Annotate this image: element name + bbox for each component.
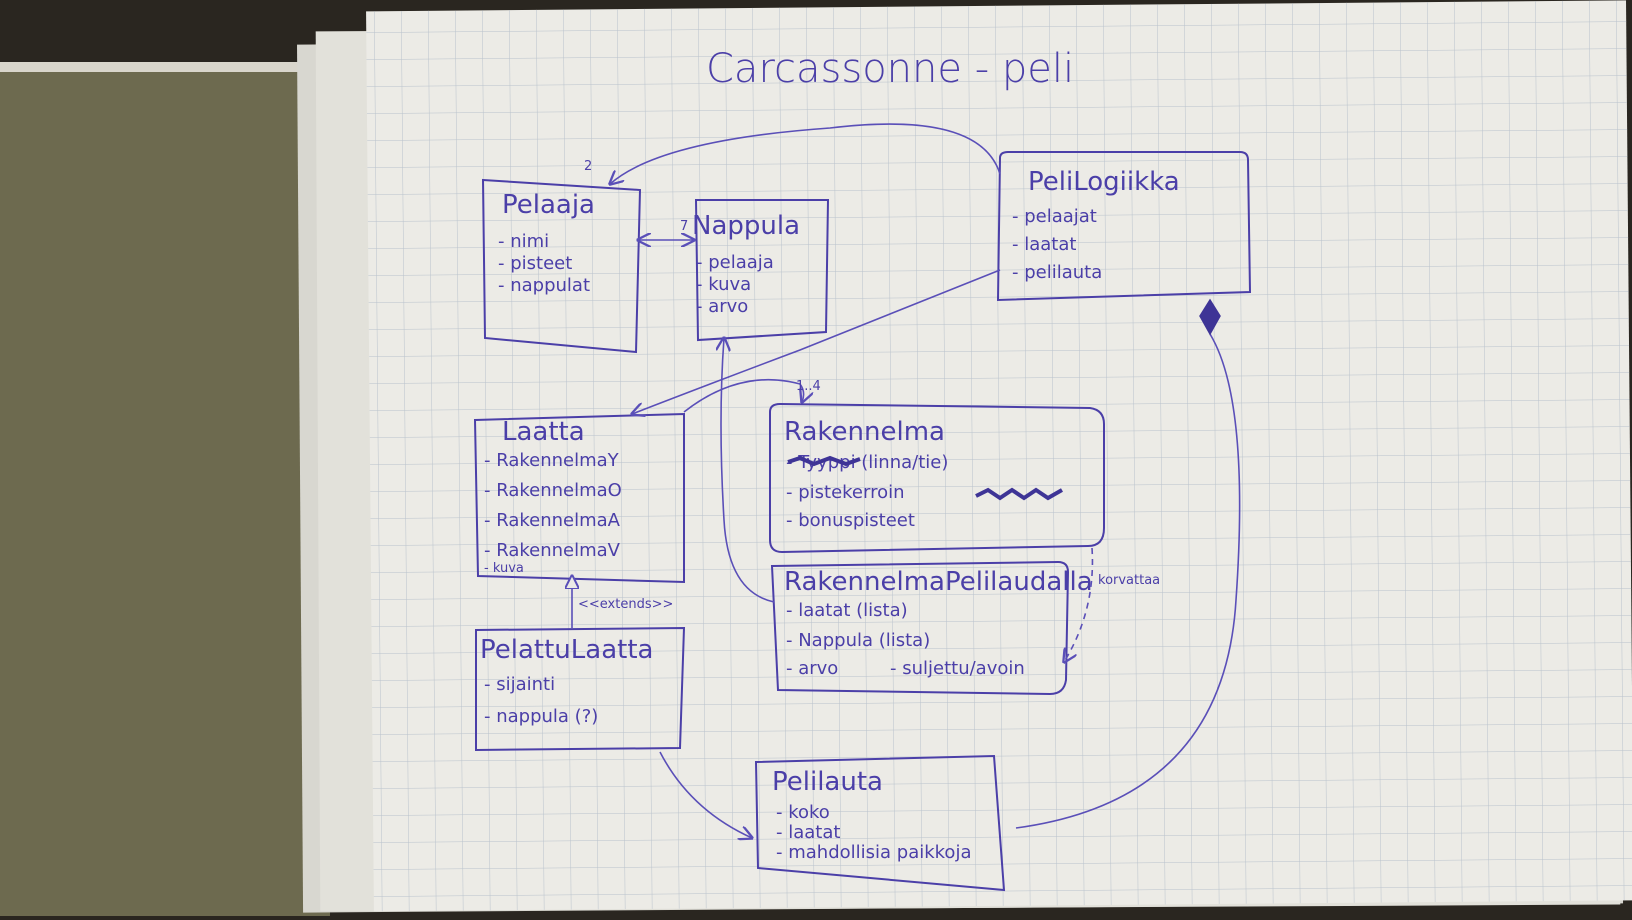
class-attribute: - RakennelmaY [484,450,620,471]
class-attribute: - kuva [484,561,524,576]
cardboard-board [0,70,330,916]
assoc-laatta-rakennelma [683,378,804,413]
class-attribute: - RakennelmaO [484,480,622,501]
scribble-crossout [975,487,1063,501]
class-pelilauta: Pelilauta - koko - laatat - mahdollisia … [754,754,1006,892]
class-pelattulaatta: PelattuLaatta - sijainti - nappula (?) [475,626,686,752]
class-name: Pelaaja [502,190,595,220]
multiplicity-pelaaja: 2 [584,159,592,174]
class-attribute: - pelaajat [1012,206,1097,227]
extends-label: <<extends>> [578,597,673,612]
assoc-pelilogiikka-pelaaja [610,123,1001,184]
class-attribute: - Nappula (lista) [786,630,930,651]
class-attribute: - mahdollisia paikkoja [776,842,971,863]
diagram-title: Carcassonne - peli [706,46,1074,92]
assoc-pelilogiikka-laatta [632,269,1001,414]
class-attribute: - suljettu/avoin [890,658,1025,679]
class-name: RakennelmaPelilaudalla [784,567,1093,597]
class-attribute: - kuva [696,274,751,295]
class-attribute: - nappula (?) [484,706,598,727]
class-attribute: - pisteet [498,253,572,274]
class-attribute: - arvo [696,296,748,317]
class-attribute: - koko [776,802,830,823]
assoc-pelattulaatta-pelilauta [659,751,752,838]
class-attribute: - pelaaja [696,252,774,273]
scribble-crossout [787,455,861,467]
class-name: Rakennelma [784,417,945,447]
class-name: Pelilauta [772,767,883,797]
class-rakennelmapelilaudalla: RakennelmaPelilaudalla - laatat (lista) … [770,560,1093,696]
class-attribute: - bonuspisteet [786,510,915,531]
class-attribute: - pistekerroin [786,482,905,503]
multiplicity-rakennelma: 1..4 [796,379,821,394]
class-pelaaja: Pelaaja - nimi - pisteet - nappulat [481,178,642,354]
class-attribute: - RakennelmaA [484,510,621,531]
composition-diamond [1199,298,1221,336]
class-rakennelma: Rakennelma - Tyyppi (linna/tie) - pistek… [769,402,1105,554]
class-attribute: - laatat [776,822,840,843]
composition-pelilogiikka-pelilauta [1015,333,1241,829]
class-attribute: - nimi [498,231,549,252]
class-attribute: - arvo [786,658,838,679]
class-name: Laatta [502,417,585,447]
multiplicity-nappula: 7 [680,219,688,234]
class-attribute: - laatat (lista) [786,600,908,621]
board-edge [0,62,330,72]
class-name: PeliLogiikka [1028,167,1180,197]
class-attribute: - pelilauta [1012,262,1102,283]
class-pelilogiikka: PeliLogiikka - pelaajat - laatat - pelil… [996,151,1252,302]
class-name: Nappula [692,211,800,241]
assoc-rakennelmapelilaudalla-nappula [721,338,775,603]
dependency-korvattaa [1064,547,1094,662]
class-name: PelattuLaatta [480,635,653,665]
class-attribute: - laatat [1012,234,1076,255]
class-laatta: Laatta - RakennelmaY - RakennelmaO - Rak… [473,412,685,584]
class-nappula: Nappula - pelaaja - kuva - arvo [692,199,830,342]
class-attribute: - nappulat [498,275,590,296]
korvattaa-label: korvattaa [1098,573,1160,588]
class-attribute: - RakennelmaV [484,540,621,561]
class-attribute: - sijainti [484,674,555,695]
